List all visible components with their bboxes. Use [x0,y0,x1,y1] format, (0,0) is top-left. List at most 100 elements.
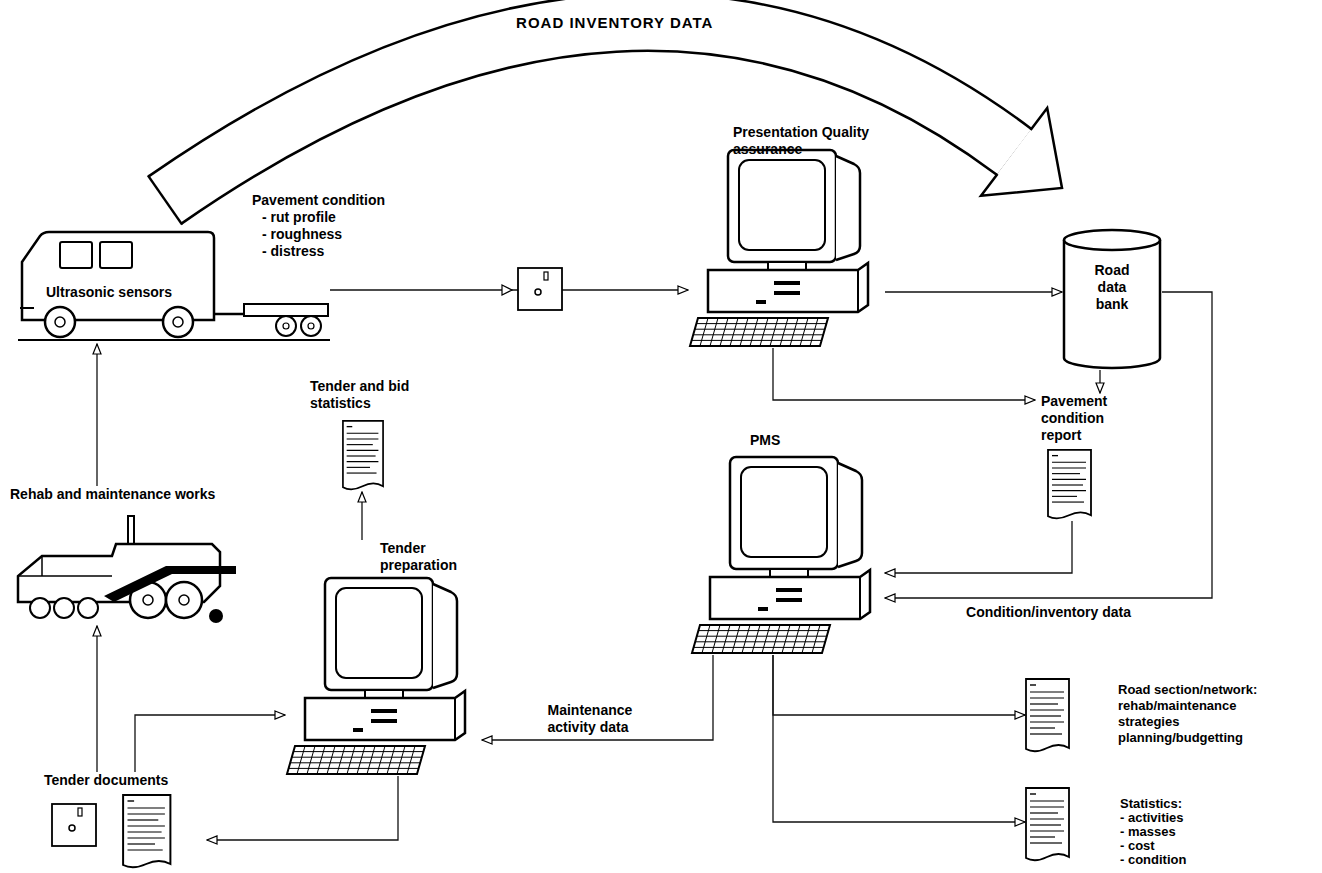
drawing-part [710,570,870,619]
drawing-part [60,242,92,268]
drawing-part [1052,479,1086,480]
edge-label: Maintenance activity data [546,702,650,736]
drawing-part [730,457,838,569]
drawing-part [347,433,379,434]
drawing-part [308,323,314,329]
drawing-part [357,746,365,774]
drawing-part [128,807,165,808]
drawing-part [305,691,465,740]
drawing-part [104,566,236,602]
node-label: Presentation Quality assurance [733,124,883,158]
node-label: Rehab and maintenance works [10,486,215,503]
flow-connector [885,521,1072,573]
node-label: rehab/maintenance [1118,698,1237,714]
drawing-part [78,808,82,816]
drawing-part [1030,709,1064,710]
drawing-part [41,556,43,576]
drawing-part [128,813,165,814]
drawing-part [730,318,738,346]
drawing-part [371,719,397,723]
drawing-part [782,625,790,653]
drawing-part [54,598,74,618]
drawing-part [1030,715,1061,716]
node-label: - cost [1120,839,1155,853]
connector-line [96,344,97,486]
drawing-part [758,607,768,611]
report-document: Road section/network:rehab/maintenancest… [1025,678,1318,756]
tender-documents-outline [42,794,172,870]
node-label: Tender and bid statistics [310,378,435,412]
arrow-head [502,285,512,295]
drawing-part [128,837,165,838]
block-arrow-outline [165,22,1014,200]
drawing-part [18,339,330,341]
edge-label-holder: Maintenance activity data [546,702,650,736]
drawing-part [776,598,802,602]
drawing-part [1030,842,1062,843]
node-label: Road section/network: [1118,682,1257,698]
drawing-part [353,728,363,732]
drawing-part [128,849,163,850]
drawing-part [143,595,153,605]
drawing-part [297,746,305,774]
drawing-part [22,232,214,320]
drawing-part [347,472,377,473]
drawing-part [802,625,810,653]
drawing-part [772,625,780,653]
node-label: Pavement condition report [1041,393,1130,444]
flow-connector [773,655,1025,715]
drawing-part [702,625,710,653]
drawing-part [347,461,379,462]
report-document-outline [1025,787,1070,863]
connector-line [96,626,97,772]
drawing-part [1026,679,1069,751]
floppy-disk [518,268,562,310]
node-label: Road data bank [1082,262,1142,313]
flow-connector [97,344,98,486]
report-document-outline [1025,678,1070,754]
floppy-disk-hub [535,289,541,295]
drawing-part [1030,800,1064,801]
drawing-part [128,800,135,801]
drawing-part [1030,830,1064,831]
edge-label: Condition/inventory data [964,604,1133,621]
edge-label-holder: Condition/inventory data [964,604,1133,621]
computer-station: Presentation Quality assurance [688,124,885,348]
drawing-part [407,746,415,774]
drawing-part [397,746,405,774]
drawing-part [1064,240,1160,368]
node-label: - activities [1120,811,1184,825]
drawing-part [742,625,750,653]
drawing-part [209,609,223,623]
drawing-part [762,625,770,653]
drawing-part [1030,684,1036,685]
drawing-part [741,467,827,557]
drawing-part [69,825,75,831]
floppy-disk-notch [544,272,548,280]
computer-station-outline [688,148,883,348]
drawing-part [179,595,189,605]
drawing-part [810,318,818,346]
drawing-part [1026,788,1069,860]
drawing-part [750,318,758,346]
drawing-part [1052,455,1058,456]
annotation-text: - distress [262,243,324,260]
annotation-text: Pavement condition [252,192,385,209]
drawing-part [712,625,720,653]
report-document: Pavement condition report [1035,393,1132,521]
drawing-part [740,318,748,346]
drawing-part [710,318,718,346]
drawing-part [128,843,156,844]
flow-connector [482,655,713,740]
drawing-part [1052,467,1086,468]
drawing-part [325,578,433,690]
block-arrow-tail [148,175,182,224]
drawing-part [128,825,165,826]
drawing-part [1030,793,1036,794]
drawing-part [770,318,778,346]
drawing-part [347,467,370,468]
drawing-part [347,426,353,427]
drawing-part [836,156,860,260]
drawing-part [244,304,328,316]
